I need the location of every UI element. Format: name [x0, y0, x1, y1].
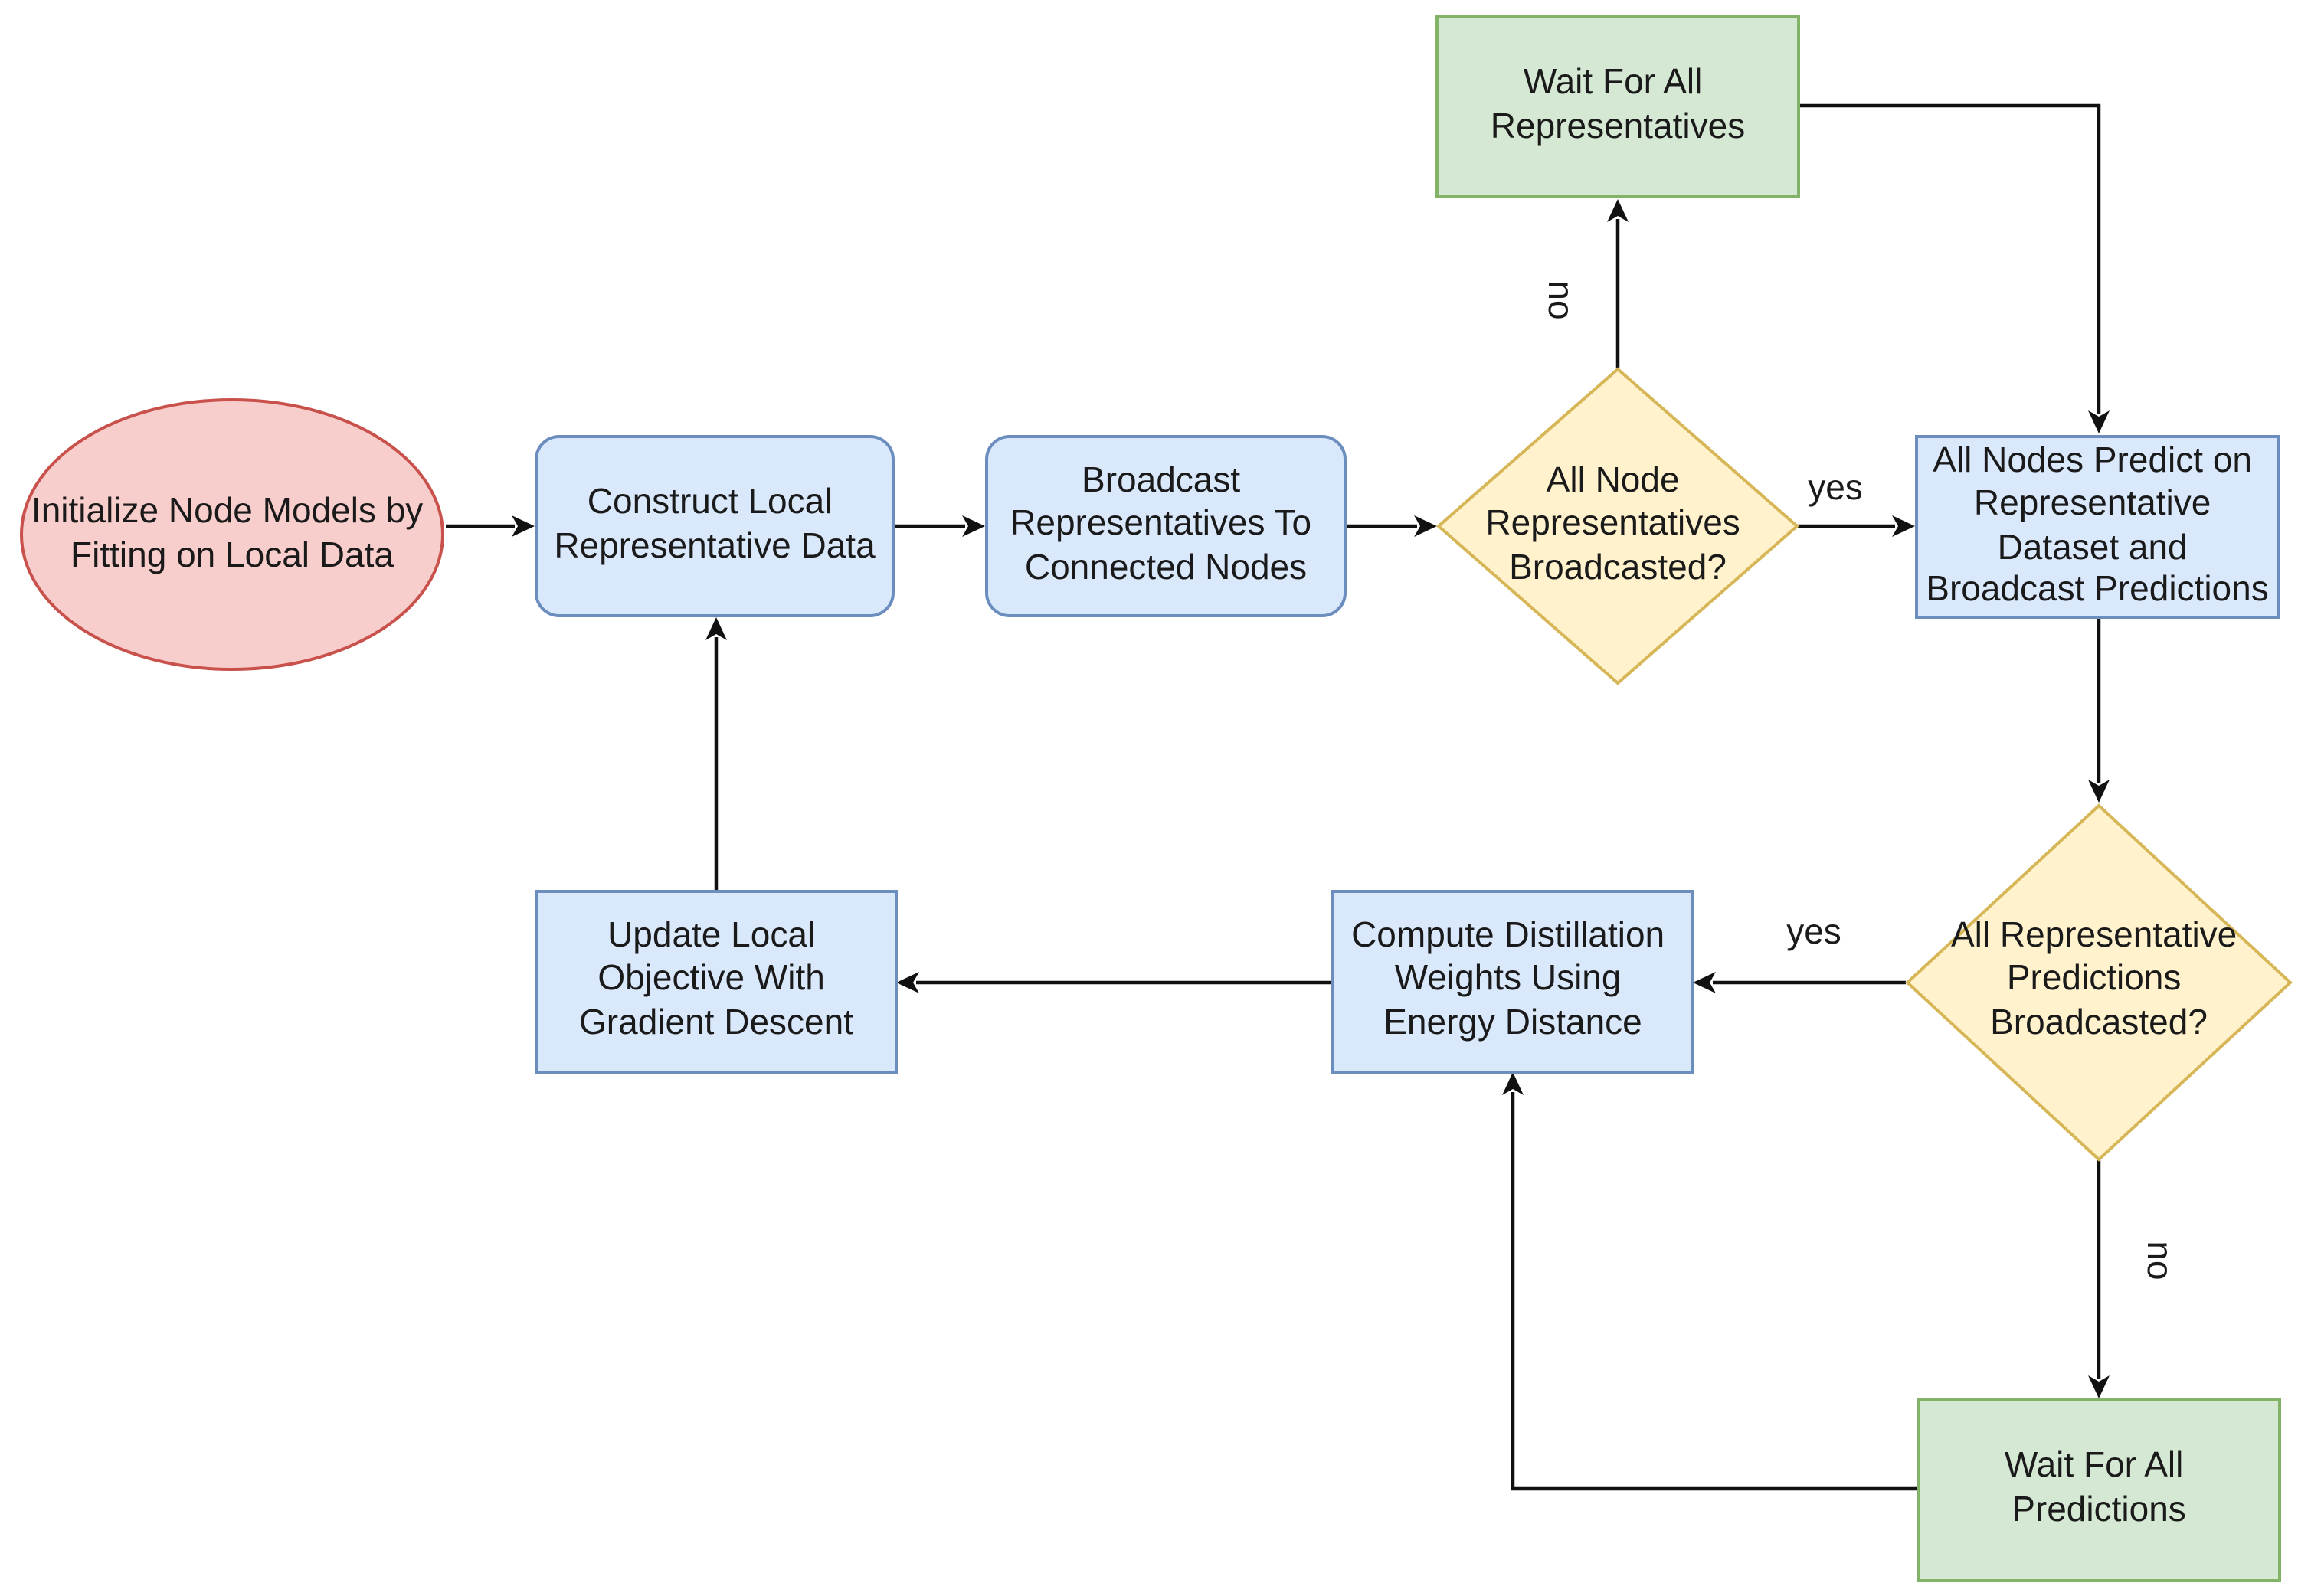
decision1-label-line-1: All Node: [1547, 460, 1680, 499]
start-ellipse: [21, 400, 443, 669]
edge-decision1-to-wait-reps: [1607, 199, 1629, 368]
decision2-label-line-1: All Representative: [1951, 914, 2237, 954]
broadcast-box-outline: [985, 435, 1347, 617]
compute-label-line-2: Weights Using: [1395, 957, 1622, 997]
svg-text:Wait For All Predictions: Wait For All Predictions: [2005, 1444, 2193, 1529]
decision-all-representative-predictions: All Representative Predictions Broadcast…: [1905, 803, 2293, 1162]
wait-reps-label-line-1: Wait For All: [1524, 61, 1702, 101]
process-update-local-objective: Update Local Objective With Gradient Des…: [535, 890, 898, 1074]
svg-text:Construct Local Represen: Construct Local Representative Data: [554, 481, 876, 565]
edge-update-to-construct: [705, 617, 727, 891]
decision2-no-label: no: [2140, 1241, 2180, 1280]
edge-decision2-to-compute: [1693, 972, 1906, 993]
svg-text:Compute Distillation Wei: Compute Distillation Weights Using Energ…: [1351, 914, 1674, 1042]
decision2-label-line-3: Broadcasted?: [1990, 1002, 2208, 1042]
construct-box: [536, 437, 893, 616]
compute-box-outline: [1331, 890, 1694, 1074]
edge-labels: no yes yes no: [1541, 280, 2180, 1280]
update-box: [536, 891, 896, 1072]
decision-all-node-representatives: All Node Representatives Broadcasted?: [1435, 367, 1800, 685]
wait-reps-box-outline: [1435, 15, 1800, 198]
broadcast-label-line-3: Connected Nodes: [1025, 547, 1307, 587]
process-compute-distillation-weights: Compute Distillation Weights Using Energ…: [1331, 890, 1694, 1074]
start-label-line-1: Initialize Node Models by: [31, 490, 423, 530]
svg-text:Wait For All Representat: Wait For All Representatives: [1491, 61, 1745, 146]
predict-label-line-4: Broadcast Predictions: [1926, 568, 2268, 608]
wait-preds-box-outline: [1917, 1398, 2281, 1582]
compute-label-line-3: Energy Distance: [1383, 1002, 1642, 1042]
decision1-diamond-outline: [1435, 367, 1800, 685]
compute-label-line-1: Compute Distillation: [1351, 914, 1665, 954]
wait-all-predictions: Wait For All Predictions: [1917, 1398, 2281, 1582]
edge-construct-to-broadcast: [893, 515, 985, 537]
broadcast-label-line-2: Representatives To: [1010, 502, 1311, 542]
connectors: [446, 103, 2110, 1491]
predict-box: [1917, 437, 2278, 617]
svg-text:All Representative Predi: All Representative Predictions Broadcast…: [1951, 914, 2247, 1042]
edge-init-to-construct: [446, 515, 535, 537]
decision1-no-label: no: [1541, 280, 1581, 319]
wait-preds-label-line-2: Predictions: [2012, 1489, 2186, 1529]
process-construct-local-data: Construct Local Representative Data: [535, 435, 895, 617]
wait-all-representatives: Wait For All Representatives: [1435, 15, 1800, 198]
edge-decision1-to-predict: [1797, 515, 1915, 537]
wait-reps-box: [1437, 17, 1799, 196]
wait-reps-label-line-2: Representatives: [1491, 106, 1745, 146]
process-all-nodes-predict: All Nodes Predict on Representative Data…: [1915, 435, 2280, 619]
decision1-yes-label: yes: [1808, 467, 1863, 507]
start-node-initialize: Initialize Node Models by Fitting on Loc…: [20, 398, 444, 671]
svg-text:Update Local Objective W: Update Local Objective With Gradient Des…: [579, 914, 853, 1042]
wait-preds-box: [1918, 1400, 2280, 1581]
start-label-line-2: Fitting on Local Data: [70, 535, 394, 574]
edge-decision2-to-wait-preds: [2088, 1159, 2110, 1398]
start-ellipse-outline: [20, 398, 444, 671]
decision2-yes-label: yes: [1786, 911, 1841, 951]
update-label-line-3: Gradient Descent: [579, 1002, 853, 1042]
svg-text:Broadcast Representative: Broadcast Representatives To Connected N…: [1010, 460, 1321, 587]
edge-predict-to-decision2: [2088, 617, 2110, 803]
edge-compute-to-update: [896, 972, 1333, 993]
process-broadcast-representatives: Broadcast Representatives To Connected N…: [985, 435, 1347, 617]
construct-box-outline: [535, 435, 895, 617]
construct-label-line-2: Representative Data: [554, 525, 876, 565]
predict-label-line-2: Representative: [1974, 482, 2211, 522]
wait-preds-label-line-1: Wait For All: [2005, 1444, 2183, 1484]
broadcast-label-line-1: Broadcast: [1082, 460, 1240, 499]
update-label-line-2: Objective With: [597, 957, 825, 997]
svg-text:Initialize Node Models by: Initialize Node Models by Fitting on Loc…: [31, 490, 433, 574]
predict-box-outline: [1915, 435, 2280, 619]
edge-broadcast-to-decision1: [1345, 515, 1437, 537]
decision1-label-line-3: Broadcasted?: [1509, 547, 1727, 587]
edge-wait-preds-to-compute: [1502, 1072, 1918, 1491]
update-box-outline: [535, 890, 898, 1074]
predict-label-line-1: All Nodes Predict on: [1933, 440, 2252, 479]
broadcast-box: [987, 437, 1345, 616]
construct-label-line-1: Construct Local: [588, 481, 833, 521]
svg-text:All Node Representatives: All Node Representatives Broadcasted?: [1485, 460, 1750, 587]
decision2-label-line-2: Predictions: [2007, 957, 2182, 997]
update-label-line-1: Update Local: [607, 914, 815, 954]
svg-text:All Nodes Predict on Rep: All Nodes Predict on Representative Data…: [1926, 440, 2268, 608]
edge-wait-reps-to-predict: [1799, 103, 2110, 433]
decision1-label-line-2: Representatives: [1485, 502, 1740, 542]
predict-label-line-3: Dataset and: [1998, 527, 2188, 567]
compute-box: [1333, 891, 1693, 1072]
decision2-diamond-outline: [1905, 803, 2293, 1162]
